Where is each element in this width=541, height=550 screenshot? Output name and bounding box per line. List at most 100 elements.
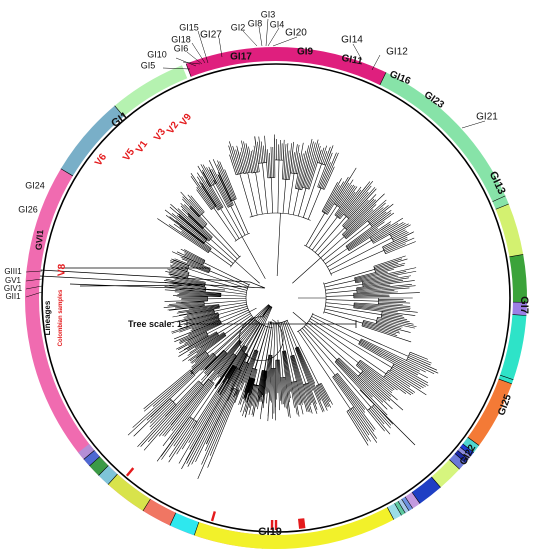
label-leader-line bbox=[258, 26, 263, 47]
lineage-separator bbox=[411, 491, 421, 504]
sample-marker-v8 bbox=[125, 467, 135, 477]
lineage-label-gi12: GI12 bbox=[386, 47, 408, 58]
lineage-separator bbox=[462, 443, 474, 453]
lineage-arc-gi10 bbox=[394, 501, 406, 516]
lineage-label-gi21: GI21 bbox=[476, 112, 498, 123]
label-leader-line bbox=[182, 61, 201, 65]
lineage-separator bbox=[193, 521, 200, 536]
sample-marker-v9 bbox=[301, 518, 306, 529]
label-leader-line bbox=[186, 51, 203, 65]
lineage-label-gi14: GI14 bbox=[341, 35, 363, 46]
lineage-separator bbox=[459, 446, 472, 457]
lineage-label-gi17: GI17 bbox=[230, 52, 252, 63]
lineage-arc-gi19 bbox=[25, 168, 264, 549]
lineage-label-gi10: GI10 bbox=[147, 49, 167, 59]
lineage-arc-giii1 bbox=[98, 465, 118, 485]
lineage-separator bbox=[495, 203, 509, 210]
lineage-separator bbox=[107, 473, 118, 485]
lineage-separator bbox=[401, 498, 410, 512]
lineage-arc-gi5 bbox=[387, 503, 402, 520]
lineage-arc-gi1 bbox=[194, 507, 394, 549]
lineage-label-gi4: GI4 bbox=[270, 19, 285, 29]
sample-label-v8: V8 bbox=[56, 263, 67, 276]
lineage-label-gi7: GI7 bbox=[518, 296, 530, 314]
lineage-label-gi27: GI27 bbox=[200, 30, 222, 41]
lineage-separator bbox=[114, 105, 124, 117]
label-leader-line bbox=[175, 57, 197, 67]
lineage-label-gi3: GI3 bbox=[261, 9, 276, 19]
lineage-arc-gi21 bbox=[492, 195, 509, 210]
lineage-label-gi24: GI24 bbox=[25, 180, 45, 190]
inner-circle bbox=[41, 63, 511, 533]
lineage-label-gi18: GI18 bbox=[171, 34, 191, 44]
lineage-separator bbox=[454, 453, 466, 463]
lineage-label-gi9: GI9 bbox=[297, 47, 314, 58]
lineage-arc-gii1 bbox=[78, 443, 95, 460]
label-leader-line bbox=[267, 27, 280, 47]
label-leader-line bbox=[265, 18, 269, 47]
lineage-arc-gi13 bbox=[379, 72, 506, 202]
tree-scale-label: Tree scale: 1 bbox=[128, 319, 182, 329]
long-branches bbox=[39, 267, 416, 446]
lineage-separator bbox=[185, 63, 192, 77]
lineage-separator bbox=[89, 456, 101, 467]
lineage-arc-gvi1 bbox=[108, 474, 151, 511]
label-leader-line bbox=[25, 291, 43, 298]
colombian-samples-ring-label: Colombian samples bbox=[58, 289, 64, 346]
lineage-arc-gi11 bbox=[500, 314, 527, 380]
label-leader-line bbox=[371, 54, 381, 71]
lineage-label-gii1: GII1 bbox=[5, 292, 21, 301]
lineage-separator bbox=[142, 498, 151, 512]
lineage-label-gi6: GI6 bbox=[174, 43, 189, 53]
lineage-arc-gi6 bbox=[398, 498, 410, 514]
lineage-separator bbox=[397, 500, 406, 514]
lineage-separator bbox=[509, 254, 524, 258]
lineage-label-gvi1: GVI1 bbox=[34, 229, 46, 250]
lineage-separator bbox=[499, 374, 514, 381]
sample-marker-v2 bbox=[299, 518, 304, 529]
lineage-separator bbox=[169, 512, 177, 526]
lineage-arc-gi9 bbox=[467, 378, 512, 446]
sample-label-v1: V1 bbox=[134, 139, 150, 156]
label-leader-line bbox=[461, 120, 486, 129]
lineage-label-giii1: GIII1 bbox=[4, 267, 22, 276]
lineage-arc-gv1 bbox=[89, 456, 109, 476]
lineage-label-gi26: GI26 bbox=[18, 204, 38, 214]
lineage-label-gi11: GI11 bbox=[341, 53, 364, 68]
sample-label-v6: V6 bbox=[93, 152, 109, 169]
lineage-label-gi8: GI8 bbox=[248, 18, 263, 28]
label-leader-line bbox=[162, 67, 191, 70]
lineage-arc-gi18 bbox=[405, 492, 420, 509]
lineage-separator bbox=[431, 476, 441, 488]
sample-marker-v3 bbox=[298, 518, 302, 529]
lineage-arc-gi26 bbox=[142, 498, 176, 526]
lineage-ring bbox=[25, 47, 527, 549]
lineage-arc-gi22 bbox=[60, 105, 124, 177]
label-leader-line bbox=[25, 270, 43, 273]
lineage-arc-giv1 bbox=[83, 450, 100, 466]
label-leader-line bbox=[272, 36, 298, 47]
tree-branch-paths bbox=[127, 134, 439, 480]
lineage-label-gi5: GI5 bbox=[141, 60, 156, 70]
label-leader-line bbox=[25, 278, 43, 282]
label-leader-line bbox=[191, 42, 206, 64]
label-leader-line bbox=[218, 37, 223, 58]
label-leader-line bbox=[352, 43, 363, 61]
lineage-separator bbox=[83, 450, 95, 460]
lineage-label-gi20: GI20 bbox=[285, 28, 307, 39]
lineage-separator bbox=[512, 314, 527, 316]
lineage-separator bbox=[449, 459, 460, 470]
label-leader-line bbox=[25, 285, 43, 290]
lineage-label-gv1: GV1 bbox=[5, 276, 22, 285]
lineage-arc-gi27 bbox=[411, 476, 441, 504]
lineage-arc-gi25 bbox=[114, 65, 188, 117]
lineage-label-gi2: GI2 bbox=[231, 22, 246, 32]
label-leader-line bbox=[242, 30, 258, 47]
tree-scale: Tree scale: 1 bbox=[128, 319, 357, 329]
ring-legend: Lineages Colombian samples bbox=[43, 289, 64, 346]
sample-label-v9: V9 bbox=[178, 112, 194, 129]
lineage-separator bbox=[498, 378, 512, 385]
lineage-arc-gi24 bbox=[169, 512, 199, 536]
